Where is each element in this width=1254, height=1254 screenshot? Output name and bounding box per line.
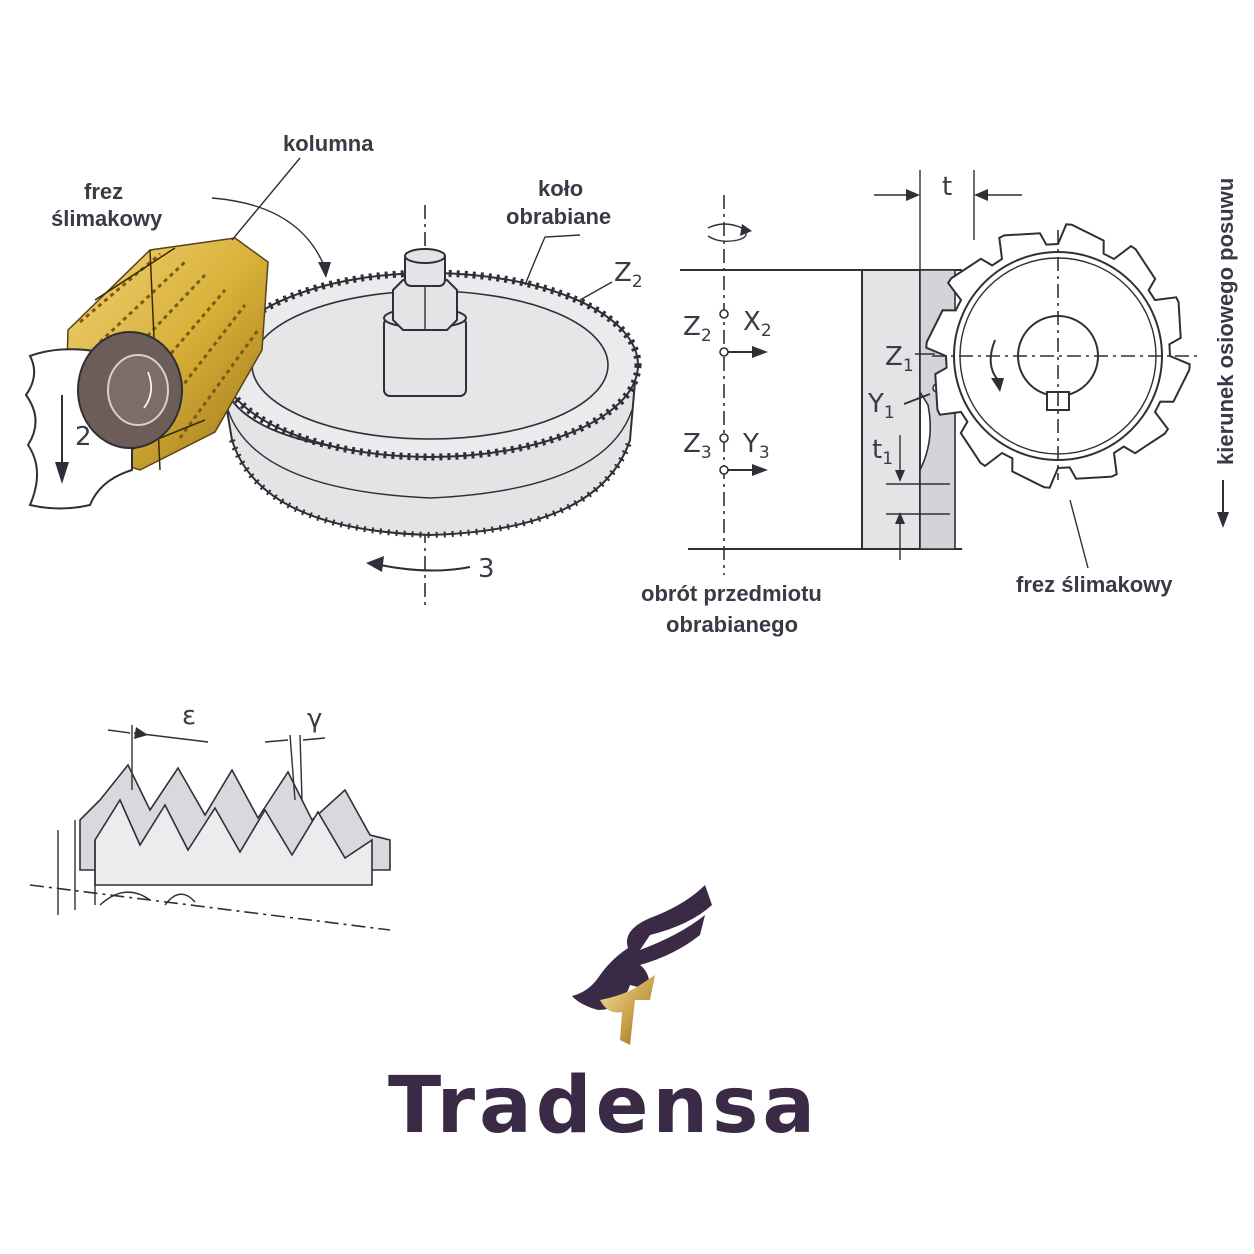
workpiece-section (861, 269, 921, 550)
point-z3 (719, 465, 729, 475)
label-frez-line2: ślimakowy (51, 206, 163, 231)
gear-hobbing-view (24, 157, 642, 605)
tooth-profile-front (94, 798, 373, 886)
frez-leader-arrow (211, 197, 326, 269)
label-z3: Z3 (683, 429, 712, 463)
label-y1: Y1 (867, 389, 895, 423)
hob-rotation-arrow (989, 339, 999, 381)
label-obrot-line1: obrót przedmiotu (641, 581, 822, 606)
brand-logo: Tradensa (388, 885, 819, 1151)
label-arrow-2: 2 (75, 422, 92, 452)
logo-mark-gold (600, 975, 655, 1045)
point-z2 (719, 347, 729, 357)
label-frez-right: frez ślimakowy (1016, 572, 1173, 597)
rotation-arrow-3 (379, 564, 471, 572)
hob-section-view (925, 223, 1198, 569)
label-y3: Y3 (742, 429, 770, 463)
kolumna-leader (231, 157, 301, 241)
label-t1: t1 (872, 435, 893, 469)
z2-gear-leader (579, 281, 613, 301)
label-frez-line1: frez (84, 179, 123, 204)
point-z3-top (719, 433, 729, 443)
tooth-profile-view (29, 725, 391, 931)
logo-mark-purple (572, 885, 712, 1010)
tooth-profile-axis (29, 884, 391, 931)
label-t: t (942, 172, 952, 202)
frez-right-leader (1069, 499, 1089, 569)
label-obrot-line2: obrabianego (666, 612, 798, 637)
label-epsilon: ε (182, 701, 196, 731)
label-z2-gear: Z2 (614, 258, 643, 292)
label-gamma: γ (307, 704, 322, 734)
label-kolumna: kolumna (283, 131, 374, 156)
workpiece-rotation-symbol (707, 223, 747, 243)
label-kierunek: kierunek osiowego posuwu (1213, 178, 1238, 465)
label-kolo-line1: koło (538, 176, 583, 201)
brand-name: Tradensa (388, 1061, 819, 1151)
label-arrow-3: 3 (478, 554, 495, 584)
label-x2: X2 (743, 307, 772, 341)
label-z1: Z1 (885, 342, 914, 376)
label-kolo-line2: obrabiane (506, 204, 611, 229)
kolo-leader (524, 234, 581, 286)
point-z2-top (719, 309, 729, 319)
feed-direction: kierunek osiowego posuwu (1213, 178, 1238, 528)
label-z2: Z2 (683, 312, 712, 346)
